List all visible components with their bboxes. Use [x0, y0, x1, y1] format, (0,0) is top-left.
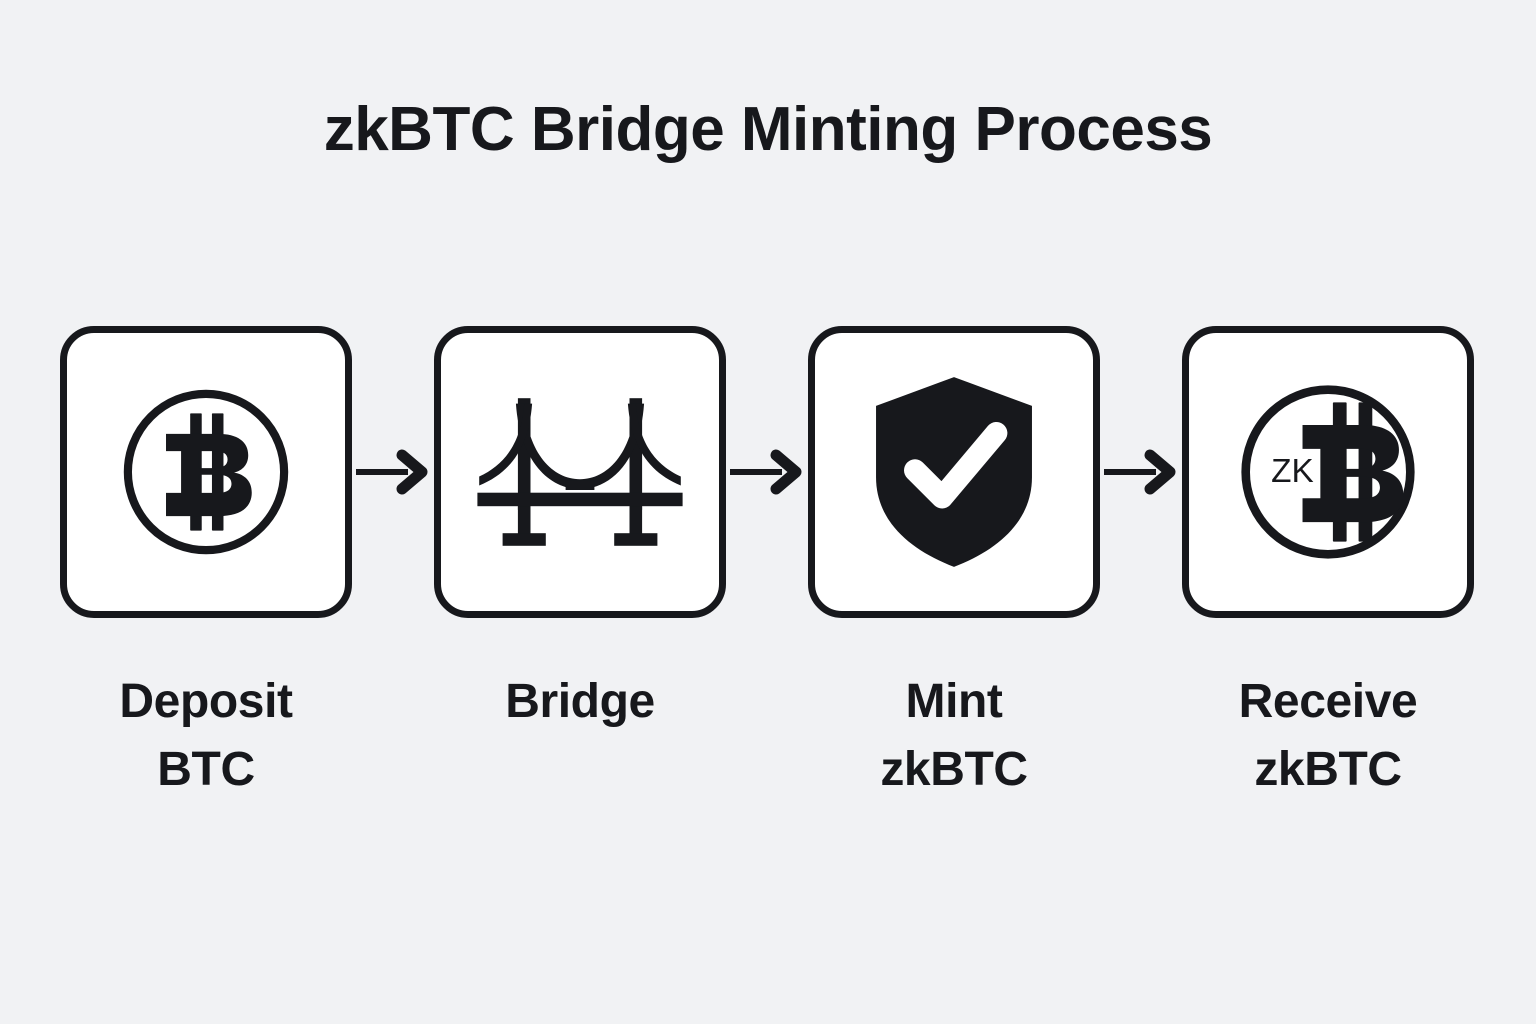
label-gap-1 — [352, 668, 434, 828]
step-label-3-line-2: zkBTC — [880, 743, 1028, 796]
step-label-2: Bridge — [434, 668, 726, 828]
connector-arrow-2 — [726, 449, 808, 495]
suspension-bridge-icon — [472, 382, 688, 562]
step-label-2-line-1: Bridge — [505, 675, 655, 728]
shield-check-icon — [869, 372, 1039, 572]
step-label-4-line-2: zkBTC — [1254, 743, 1402, 796]
label-gap-2 — [726, 668, 808, 828]
process-labels-row: Deposit BTC Bridge Mint zkBTC Receive zk… — [60, 668, 1474, 828]
step-card-1[interactable] — [60, 326, 352, 618]
step-card-2[interactable] — [434, 326, 726, 618]
process-step-deposit-btc[interactable] — [60, 326, 352, 618]
step-card-4[interactable]: ZK — [1182, 326, 1474, 618]
step-label-1-line-2: BTC — [157, 743, 255, 796]
connector-arrow-3 — [1100, 449, 1182, 495]
zk-badge-text: ZK — [1271, 453, 1314, 490]
process-step-mint-zkbtc[interactable] — [808, 326, 1100, 618]
step-label-3-line-1: Mint — [905, 675, 1003, 728]
step-label-1-line-1: Deposit — [119, 675, 293, 728]
connector-arrow-1 — [352, 449, 434, 495]
zkbtc-coin-icon: ZK — [1230, 374, 1426, 570]
step-label-4-line-1: Receive — [1238, 675, 1418, 728]
step-label-4: Receive zkBTC — [1182, 668, 1474, 828]
process-flow-row: ZK — [60, 326, 1474, 618]
process-step-bridge[interactable] — [434, 326, 726, 618]
step-card-3[interactable] — [808, 326, 1100, 618]
step-label-3: Mint zkBTC — [808, 668, 1100, 828]
label-gap-3 — [1100, 668, 1182, 828]
step-label-1: Deposit BTC — [60, 668, 352, 828]
process-step-receive-zkbtc[interactable]: ZK — [1182, 326, 1474, 618]
page-title: zkBTC Bridge Minting Process — [323, 95, 1213, 164]
bitcoin-coin-icon — [113, 379, 299, 565]
